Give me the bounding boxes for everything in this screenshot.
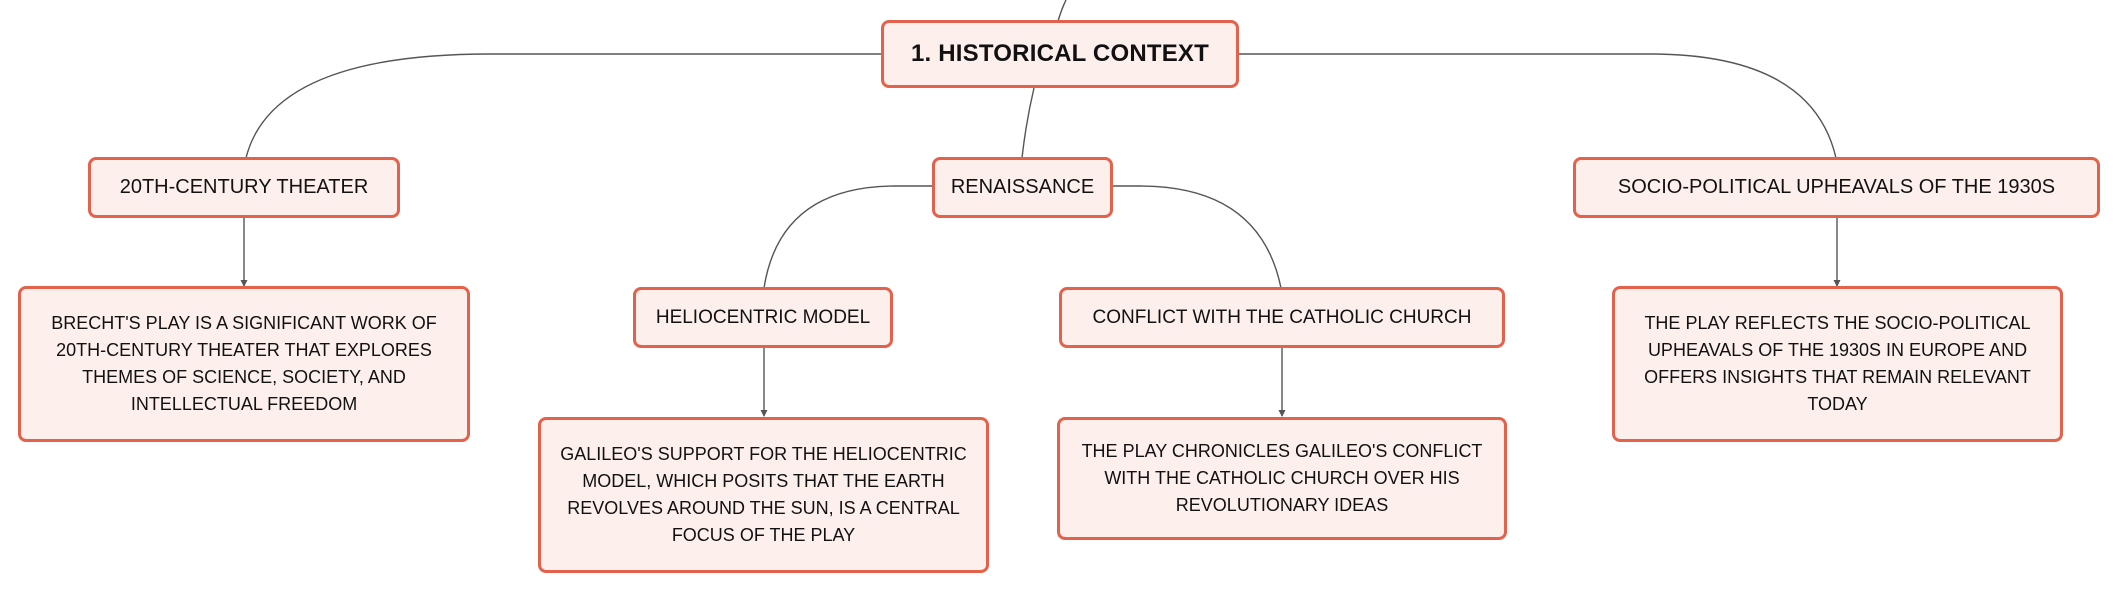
connector-root-upheavals [1238,53,1837,159]
arrowhead-church [1278,410,1286,417]
topic-label-renaissance: RENAISSANCE [950,176,1095,198]
detail-node-heliocentric[interactable]: GALILEO'S SUPPORT FOR THE HELIOCENTRIC M… [538,417,989,573]
detail-text-heliocentric: GALILEO'S SUPPORT FOR THE HELIOCENTRIC M… [560,444,967,545]
arrowhead-upheavals [1833,280,1841,287]
connector-root-parent [1057,0,1067,22]
detail-node-church[interactable]: THE PLAY CHRONICLES GALILEO'S CONFLICT W… [1057,417,1507,540]
connector-root-renaissance [1021,87,1035,159]
subtopic-label-church: CONFLICT WITH THE CATHOLIC CHURCH [1092,306,1472,328]
detail-text-church: THE PLAY CHRONICLES GALILEO'S CONFLICT W… [1081,441,1483,515]
detail-text-theater: BRECHT'S PLAY IS A SIGNIFICANT WORK OF 2… [51,313,437,414]
topic-node-20th-century-theater[interactable]: 20TH-CENTURY THEATER [88,157,400,218]
topic-node-renaissance[interactable]: RENAISSANCE [932,157,1113,218]
connector-renaissance-church [1112,185,1282,289]
detail-node-upheavals[interactable]: THE PLAY REFLECTS THE SOCIO-POLITICAL UP… [1612,286,2063,442]
topic-label-upheavals: SOCIO-POLITICAL UPHEAVALS OF THE 1930S [1617,176,2056,198]
arrowhead-theater [240,280,248,287]
root-node-historical-context[interactable]: 1. HISTORICAL CONTEXT [881,20,1239,88]
topic-node-socio-political-upheavals[interactable]: SOCIO-POLITICAL UPHEAVALS OF THE 1930S [1573,157,2100,218]
topic-label-theater: 20TH-CENTURY THEATER [119,176,369,198]
connector-root-theater [245,53,882,159]
subtopic-label-heliocentric: HELIOCENTRIC MODEL [655,306,871,328]
detail-node-theater[interactable]: BRECHT'S PLAY IS A SIGNIFICANT WORK OF 2… [18,286,470,442]
arrowhead-heliocentric [760,410,768,417]
detail-text-upheavals: THE PLAY REFLECTS THE SOCIO-POLITICAL UP… [1644,313,2031,414]
subtopic-node-heliocentric-model[interactable]: HELIOCENTRIC MODEL [633,287,893,348]
subtopic-node-catholic-church-conflict[interactable]: CONFLICT WITH THE CATHOLIC CHURCH [1059,287,1505,348]
connector-renaissance-heliocentric [763,185,933,289]
root-node-label: 1. HISTORICAL CONTEXT [910,40,1209,67]
